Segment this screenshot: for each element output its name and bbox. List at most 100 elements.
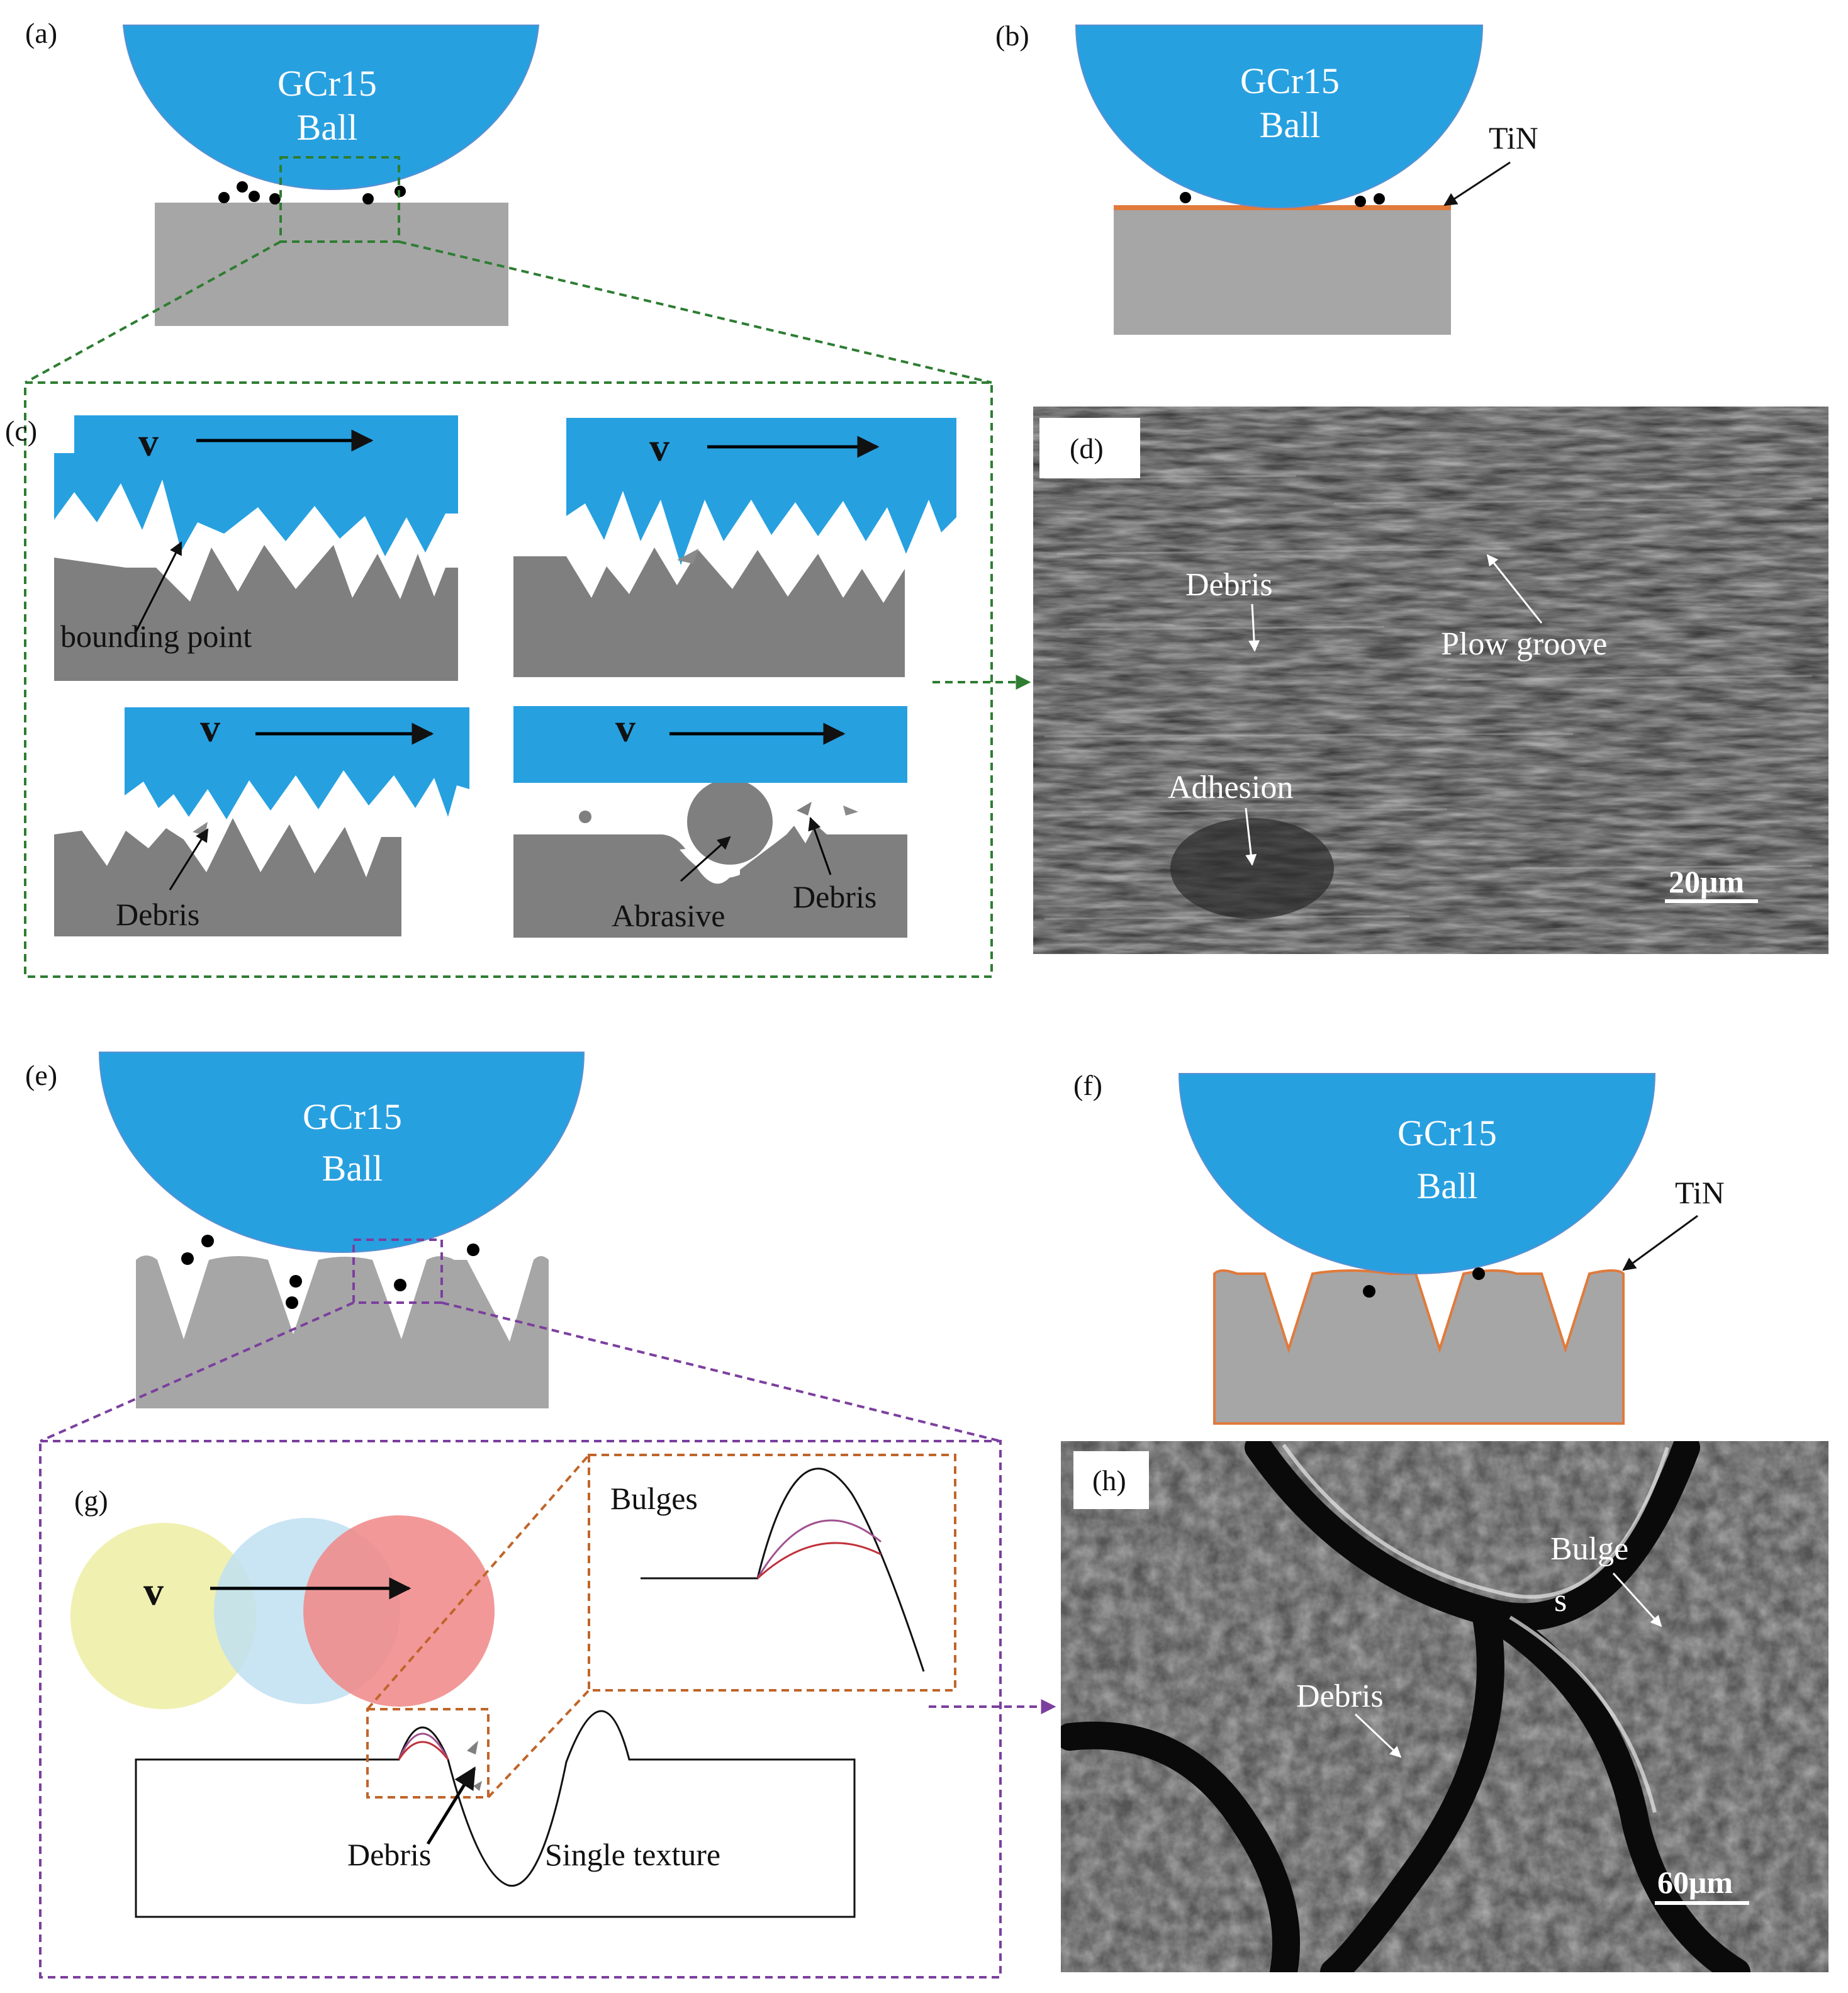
- velocity-symbol: v: [649, 425, 669, 469]
- purple-callout: [39, 1301, 1002, 1979]
- debris-arrow: [426, 1766, 476, 1845]
- debris-label: Debris: [1185, 567, 1273, 603]
- single-texture-profile: [135, 1710, 856, 1918]
- adhesion-region: [1170, 818, 1334, 919]
- tin-arrow: [1622, 1215, 1698, 1271]
- debris-arrow: [808, 817, 832, 875]
- bulge-curve-2: [398, 1732, 449, 1760]
- ball-label-line2: Ball: [322, 1148, 383, 1189]
- scale-bar-label: 20μm: [1669, 864, 1744, 899]
- abrasive-particle: [687, 779, 773, 865]
- plow-groove-arrow: [1486, 554, 1543, 624]
- coated-textured-substrate: [1213, 1269, 1625, 1425]
- tin-arrow: [1443, 161, 1511, 206]
- bulges-arrow: [1612, 1572, 1662, 1627]
- panel-f: (f) GCr15 Ball TiN: [1073, 1069, 1725, 1425]
- abrasive-label: Abrasive: [612, 898, 725, 933]
- panel-a-label: (a): [25, 17, 57, 49]
- substrate: [513, 824, 907, 938]
- debris-arrow: [1248, 604, 1260, 652]
- rough-ball-surface: [54, 415, 458, 556]
- wear-debris-particles: [1180, 192, 1385, 207]
- gcr15-ball: [1178, 1073, 1656, 1274]
- wear-debris-particles: [1363, 1267, 1485, 1298]
- debris-fragment: [473, 1781, 482, 1791]
- rough-substrate: [513, 547, 905, 677]
- scale-bar-label: 60μm: [1657, 1865, 1733, 1900]
- rough-substrate: [54, 545, 458, 681]
- bulges-label-line2: s: [1554, 1583, 1567, 1619]
- ball-label-line1: GCr15: [1397, 1113, 1497, 1154]
- ball-position-3: [303, 1515, 495, 1707]
- adhesion-label: Adhesion: [1168, 770, 1293, 806]
- textured-substrate: [136, 1255, 549, 1408]
- panel-b: (b) GCr15 Ball TiN: [995, 20, 1538, 335]
- debris-fragment: [797, 802, 812, 816]
- tin-label: TiN: [1489, 120, 1538, 155]
- velocity-symbol: v: [143, 1569, 164, 1614]
- gcr15-ball: [98, 1052, 585, 1253]
- bulge-curve-2-inset: [756, 1519, 882, 1579]
- sem-texture: [1061, 1441, 1828, 1972]
- panel-h-label-box: [1073, 1451, 1149, 1509]
- bounding-point-arrow: [135, 541, 182, 632]
- bulge-edges: [1282, 1444, 1669, 1813]
- rough-ball-surface: [125, 707, 469, 819]
- ball-label-line2: Ball: [1260, 104, 1321, 145]
- panel-e-label: (e): [25, 1059, 57, 1091]
- bulge-curve-3-inset: [756, 1542, 882, 1580]
- panel-d-label-box: [1039, 418, 1140, 478]
- gcr15-ball: [1075, 25, 1484, 208]
- debris-label: Debris: [793, 879, 876, 914]
- velocity-symbol: v: [200, 705, 220, 750]
- panel-c: (c) v bounding point v v Debris: [5, 415, 1031, 938]
- bulge-zoom-box: [366, 1708, 490, 1799]
- sliding-step-1: v bounding point: [54, 415, 458, 681]
- panel-g-label: (g): [74, 1485, 108, 1517]
- tin-label: TiN: [1675, 1175, 1725, 1210]
- debris-arrow: [169, 828, 209, 890]
- bulges-label-line1: Bulge: [1550, 1531, 1628, 1567]
- wear-debris-particles: [181, 1235, 479, 1309]
- rough-substrate: [54, 818, 401, 936]
- panel-a: (a) GCr15 Ball: [25, 17, 540, 326]
- panel-e: (e) GCr15 Ball: [25, 1052, 585, 1408]
- debris-fragment: [677, 549, 698, 564]
- gcr15-ball: [122, 25, 540, 191]
- bounding-point-label: bounding point: [60, 619, 252, 654]
- sliding-step-2: v: [513, 418, 956, 677]
- bulges-label: Bulges: [610, 1481, 698, 1516]
- debris-label: Debris: [1296, 1678, 1384, 1714]
- zoom-box: [352, 1238, 443, 1304]
- bulges-inset: [588, 1454, 956, 1692]
- debris-label: Debris: [347, 1837, 431, 1872]
- debris-particle: [579, 811, 591, 823]
- texture-grooves: [1061, 1441, 1750, 1972]
- bulge-curve-1-inset: [641, 1468, 925, 1672]
- panel-h-label: (h): [1092, 1464, 1126, 1496]
- adhesion-arrow: [1245, 807, 1257, 866]
- substrate: [155, 203, 508, 326]
- sliding-streaks: [1044, 474, 1813, 920]
- zoom-line: [366, 1454, 590, 1710]
- plow-groove-label: Plow groove: [1441, 626, 1607, 662]
- panel-h: (h) Bulge s Debris 60μm: [1061, 1441, 1828, 1972]
- panel-b-label: (b): [995, 20, 1029, 52]
- green-callout: [24, 240, 993, 978]
- panel-c-label: (c): [5, 415, 37, 447]
- velocity-symbol: v: [138, 420, 159, 464]
- velocity-symbol: v: [615, 705, 636, 750]
- panel-d: (d) Debris Plow groove Adhesion 20μm: [1033, 407, 1828, 954]
- debris-fragment: [843, 806, 858, 816]
- ball-label-line1: GCr15: [1240, 60, 1340, 101]
- bulge-curve-3: [398, 1741, 449, 1760]
- ball-surface: [513, 706, 907, 783]
- sem-texture: [1033, 407, 1828, 954]
- sliding-step-3: v Debris: [54, 705, 469, 936]
- rough-ball-surface: [566, 418, 956, 565]
- debris-label: Debris: [116, 897, 199, 932]
- abrasive-arrow: [680, 836, 731, 882]
- sliding-step-4: v Abrasive Debris: [513, 705, 907, 938]
- ball-label-line2: Ball: [297, 107, 358, 148]
